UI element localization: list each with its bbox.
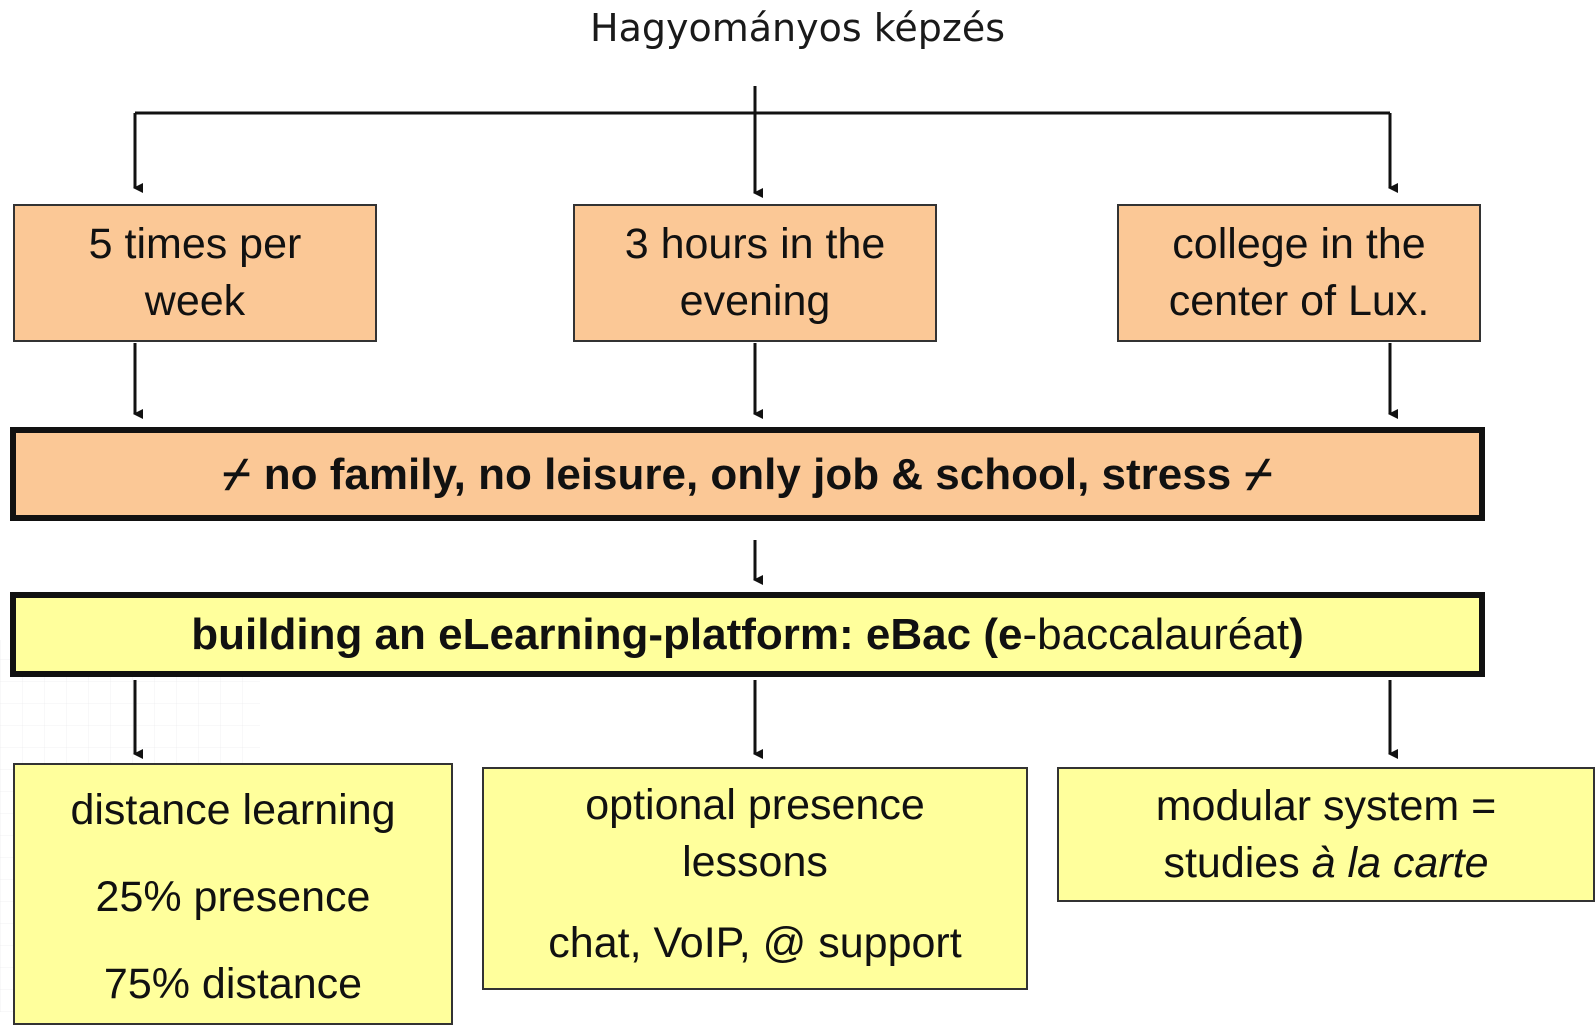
box-location-line2: center of Lux.: [1168, 277, 1430, 325]
distance-line2: 25% presence: [95, 873, 371, 921]
modular-line2-italic: à la carte: [1311, 838, 1489, 887]
box-distance-learning: distance learning 25% presence 75% dista…: [13, 763, 453, 1025]
solution-text-normal: -baccalauréat: [1022, 610, 1290, 659]
box-evening-line1: 3 hours in the: [624, 220, 886, 268]
lightning-icon-left: ⌿: [223, 449, 250, 499]
solution-text-bold: building an eLearning-platform: eBac (: [191, 610, 998, 659]
problem-banner: ⌿ no family, no leisure, only job & scho…: [10, 427, 1485, 521]
box-frequency-line2: week: [144, 277, 246, 325]
box-modular-system: modular system = studies à la carte: [1057, 767, 1595, 902]
modular-line2: studies à la carte: [1163, 835, 1488, 892]
solution-banner: building an eLearning-platform: eBac (e-…: [10, 592, 1485, 677]
box-location: college in the center of Lux.: [1117, 204, 1481, 342]
box-frequency-line1: 5 times per: [88, 220, 302, 268]
box-optional-presence: optional presence lessons chat, VoIP, @ …: [482, 767, 1028, 990]
presence-line2: lessons: [682, 838, 828, 886]
presence-line1: optional presence: [585, 781, 925, 829]
problem-text: no family, no leisure, only job & school…: [263, 449, 1232, 499]
solution-e-bold: e: [997, 610, 1023, 659]
diagram-title: Hagyományos képzés: [590, 6, 1005, 50]
distance-line1: distance learning: [70, 786, 396, 834]
modular-line2-prefix: studies: [1163, 838, 1312, 887]
box-location-line1: college in the: [1172, 220, 1426, 268]
presence-line3: chat, VoIP, @ support: [548, 919, 962, 967]
lightning-icon-right: ⌿: [1245, 449, 1272, 499]
box-evening: 3 hours in the evening: [573, 204, 937, 342]
distance-line3: 75% distance: [103, 960, 363, 1008]
box-evening-line2: evening: [679, 277, 831, 325]
modular-line1: modular system =: [1155, 781, 1497, 830]
solution-close-bold: ): [1289, 610, 1304, 659]
box-frequency: 5 times per week: [13, 204, 377, 342]
